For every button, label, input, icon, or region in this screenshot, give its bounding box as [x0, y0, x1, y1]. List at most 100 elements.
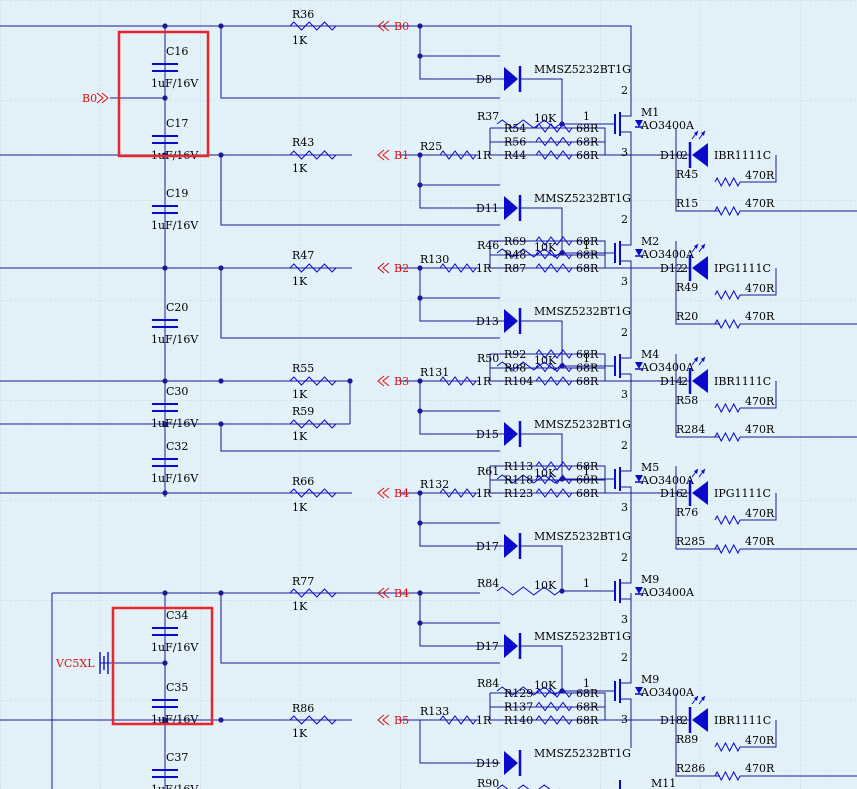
junction-dot — [417, 590, 423, 596]
labels: 68R68R68R68R68R68R68R68R68R68R68R68R470R… — [576, 122, 775, 775]
junction-dot — [162, 660, 168, 666]
resistor-value: 470R — [745, 507, 775, 520]
source-lead — [620, 260, 632, 275]
resistor-zigzag-icon — [714, 176, 741, 188]
resistor-ref: R90 — [477, 777, 499, 789]
resistor-zigzag-icon — [714, 205, 741, 217]
resistor-ref: R58 — [676, 394, 698, 407]
resistor-zigzag-icon — [535, 488, 573, 498]
zener-part: MMSZ5232BT1G — [534, 192, 631, 205]
led-triangle-icon — [692, 708, 708, 732]
resistor-r69: R69 — [504, 235, 573, 248]
resistor-value: 470R — [745, 282, 775, 295]
pin-number: 1 — [583, 352, 590, 365]
net-label-b4_b: B4 — [377, 587, 409, 600]
resistor-zigzag-icon — [289, 588, 337, 598]
resistor-r113: R113 — [504, 460, 573, 473]
body-diode-icon — [635, 587, 643, 594]
wire — [675, 693, 720, 777]
resistor-zigzag-icon — [289, 21, 337, 31]
capacitor-value: 1uF/16V — [151, 641, 199, 654]
resistor-r76: R76 — [676, 506, 741, 526]
resistor-value: 470R — [745, 734, 775, 747]
net-label-b0_left: B0 — [82, 92, 109, 105]
pin-number: 2 — [621, 551, 628, 564]
resistor-zigzag-icon — [714, 514, 741, 526]
resistor-ref: R46 — [477, 239, 499, 252]
pin-number: 3 — [621, 388, 628, 401]
wire — [220, 268, 500, 339]
resistor-ref: R92 — [504, 348, 526, 361]
wire — [419, 185, 504, 209]
resistor-zigzag-icon — [289, 488, 337, 498]
wire — [220, 424, 500, 452]
body-diode-icon — [635, 362, 643, 369]
junction-dot — [417, 265, 423, 271]
resistor-zigzag-icon — [496, 586, 561, 596]
resistor-value: 1K — [292, 430, 308, 443]
body-diode-icon — [635, 249, 643, 256]
wire — [419, 623, 504, 647]
resistor-value: 68R — [576, 687, 599, 700]
zener-part: MMSZ5232BT1G — [534, 305, 631, 318]
resistor-ref: R37 — [477, 110, 499, 123]
resistor-zigzag-icon — [535, 362, 573, 373]
diode-triangle-icon — [504, 422, 518, 446]
resistor-r123: R123 — [504, 487, 573, 500]
resistor-ref: R66 — [292, 475, 314, 488]
pin-number: 2 — [621, 213, 628, 226]
led-part: IBR1111C — [714, 149, 771, 162]
mosfet-part: AO3400A — [640, 474, 695, 487]
resistor-ref: R113 — [504, 460, 533, 473]
zener-ref: D15 — [476, 428, 499, 441]
net-label-text: B0 — [394, 20, 409, 33]
net-label-text: B0 — [82, 92, 97, 105]
junction-dot — [162, 378, 168, 384]
resistor-zigzag-icon — [535, 236, 573, 246]
resistor-value: 68R — [576, 149, 599, 162]
resistor-r54: R54 — [504, 122, 573, 135]
junction-dot — [347, 378, 353, 384]
wire — [220, 155, 500, 226]
resistor-value: 10K — [534, 579, 557, 592]
pin-number: 2 — [681, 714, 688, 727]
resistor-value: 1K — [292, 501, 308, 514]
resistor-ref: R77 — [292, 575, 314, 588]
led-part: IPG1111C — [714, 487, 771, 500]
pin-number: 1 — [583, 577, 590, 590]
resistor-r129: R129 — [504, 687, 573, 700]
capacitor-value: 1uF/16V — [151, 333, 199, 346]
zener-part: MMSZ5232BT1G — [534, 418, 631, 431]
net-label-text: B3 — [394, 375, 409, 388]
led-triangle-icon — [692, 369, 708, 393]
wire — [740, 493, 777, 521]
pin-number: 3 — [621, 501, 628, 514]
junction-dot — [218, 265, 224, 271]
diode-triangle-icon — [504, 309, 518, 333]
net-arrow-icon — [377, 262, 385, 274]
resistor-ref: R86 — [292, 702, 314, 715]
mosfet-ref: M1 — [641, 106, 659, 119]
net-label-b4_a: B4 — [377, 487, 409, 500]
zener-part: MMSZ5232BT1G — [534, 630, 631, 643]
junction-dot — [417, 620, 423, 626]
resistor-ref: R36 — [292, 8, 314, 21]
led-ref: D18 — [660, 714, 683, 727]
resistor-r48: R48 — [504, 249, 573, 262]
capacitor-value: 1uF/16V — [151, 77, 199, 90]
junction-dot — [218, 421, 224, 427]
